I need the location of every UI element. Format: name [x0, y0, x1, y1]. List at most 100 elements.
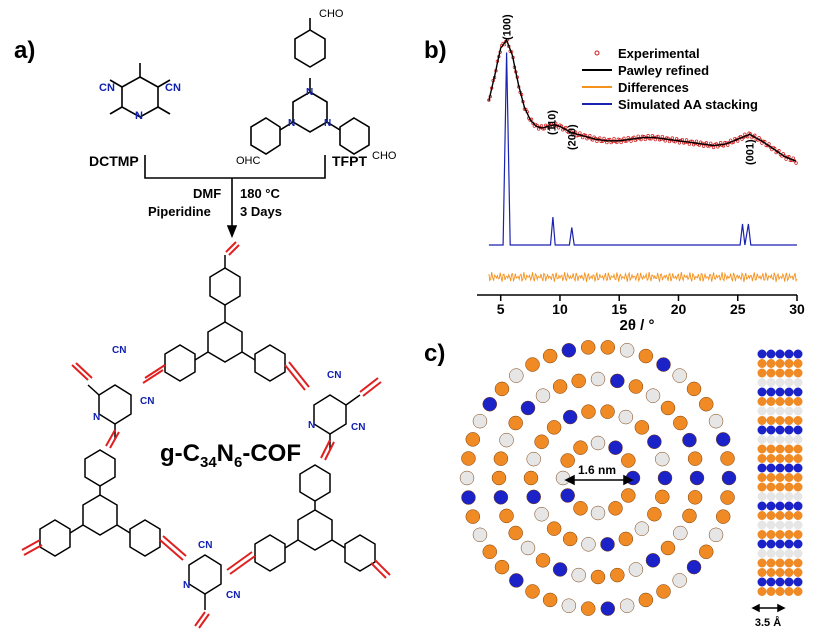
x-tick-label: 15 — [611, 301, 627, 317]
atom-sphere — [793, 530, 803, 539]
atom-sphere — [757, 454, 767, 463]
atom-sphere — [766, 520, 776, 530]
atom-sphere — [581, 537, 596, 552]
atom-sphere — [784, 359, 794, 368]
atom-sphere — [757, 425, 767, 435]
atom-sphere — [766, 558, 776, 568]
product-n-label: N — [308, 420, 316, 431]
atom-sphere — [656, 584, 671, 599]
triazine-n-label: N — [288, 118, 296, 129]
atom-sphere — [542, 592, 558, 608]
atom-sphere — [784, 539, 794, 549]
atom-sphere — [766, 587, 776, 596]
atom-sphere — [766, 444, 776, 454]
atom-sphere — [757, 349, 767, 359]
experimental-point — [794, 161, 798, 165]
panel-label-a: a) — [14, 37, 36, 64]
atom-sphere — [766, 397, 776, 406]
atom-sphere — [600, 601, 616, 616]
atom-sphere — [784, 511, 794, 520]
atom-sphere — [715, 509, 731, 524]
atom-sphere — [766, 359, 776, 368]
atom-sphere — [793, 378, 803, 387]
atom-sphere — [634, 521, 650, 536]
atom-sphere — [657, 470, 673, 486]
atom-sphere — [698, 544, 714, 560]
atom-sphere — [720, 490, 735, 505]
product-name-sub: 6 — [234, 453, 243, 471]
legend-entry: Experimental — [618, 46, 700, 61]
atom-sphere — [590, 505, 606, 521]
atom-sphere — [775, 530, 785, 539]
atom-sphere — [590, 435, 606, 451]
atom-sphere — [562, 409, 578, 425]
atom-sphere — [472, 413, 488, 429]
cn-label: CN — [99, 82, 115, 94]
atom-sphere — [682, 508, 697, 524]
reaction-bracket — [144, 155, 326, 179]
atom-sphere — [784, 568, 794, 577]
atom-sphere — [793, 425, 803, 435]
atom-sphere — [757, 520, 767, 530]
atom-sphere — [793, 387, 803, 397]
experimental-point — [605, 141, 609, 145]
atom-sphere — [600, 537, 615, 552]
atom-sphere — [793, 577, 803, 587]
peak-labels: (100)(110)(200)(001) — [502, 14, 757, 165]
atom-sphere — [715, 432, 731, 447]
atom-sphere — [793, 368, 803, 378]
atom-sphere — [766, 482, 776, 492]
atom-sphere — [465, 432, 481, 447]
atom-sphere — [775, 539, 785, 549]
atom-sphere — [708, 413, 724, 429]
atom-sphere — [757, 359, 767, 368]
atom-sphere — [793, 473, 803, 482]
product-name-part: -COF — [242, 440, 302, 467]
atom-sphere — [610, 373, 625, 389]
atom-sphere — [757, 482, 767, 492]
atom-sphere — [508, 525, 523, 541]
atom-sphere — [682, 432, 697, 448]
atom-sphere — [766, 454, 776, 463]
atom-sphere — [766, 530, 776, 539]
atom-sphere — [784, 463, 794, 473]
x-tick-label: 20 — [671, 301, 687, 317]
atom-sphere — [775, 416, 785, 425]
atom-sphere — [784, 549, 794, 558]
experimental-point — [622, 136, 626, 140]
atom-sphere — [793, 511, 803, 520]
simulated-aa-line — [488, 52, 797, 246]
peak-label: (100) — [502, 14, 514, 40]
top-view — [459, 340, 737, 616]
atom-sphere — [784, 558, 794, 568]
experimental-point — [711, 145, 716, 150]
tfpt-triazine — [292, 91, 328, 133]
atom-sphere — [698, 396, 714, 412]
atom-sphere — [766, 387, 776, 397]
atom-sphere — [766, 425, 776, 435]
atom-sphere — [638, 592, 654, 608]
atom-sphere — [499, 508, 514, 524]
atom-sphere — [757, 558, 767, 568]
atom-sphere — [461, 490, 476, 505]
atom-sphere — [766, 577, 776, 587]
atom-sphere — [571, 373, 586, 389]
atom-sphere — [757, 568, 767, 577]
atom-sphere — [493, 451, 509, 466]
cho-label: CHO — [372, 150, 397, 162]
atom-sphere — [766, 378, 776, 387]
atom-sphere — [555, 470, 571, 486]
triazine-n-label: N — [324, 118, 332, 129]
atom-sphere — [526, 451, 541, 467]
atom-sphere — [784, 473, 794, 482]
atom-sphere — [775, 473, 785, 482]
product-name: g-C34N6-COF — [160, 440, 301, 471]
reaction-scheme — [21, 18, 391, 629]
atom-sphere — [600, 404, 615, 419]
peak-label: (110) — [547, 110, 559, 135]
atom-sphere — [766, 406, 776, 416]
atom-sphere — [784, 435, 794, 444]
panel-label-b: b) — [424, 37, 447, 64]
atom-sphere — [482, 396, 498, 412]
product-cn-label: CN — [112, 345, 127, 356]
